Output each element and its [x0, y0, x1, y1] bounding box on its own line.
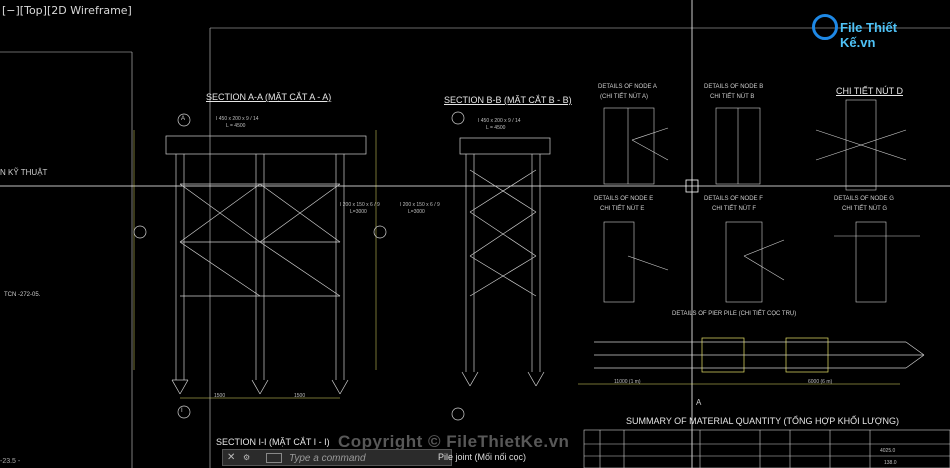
- node-b-title: DETAILS OF NODE B: [704, 84, 764, 90]
- beam-b-label: I 450 x 200 x 9 / 14: [478, 118, 521, 124]
- node-d-title: CHI TIẾT NÚT D: [836, 86, 904, 96]
- node-g-title: DETAILS OF NODE G: [834, 196, 894, 202]
- node-e-vn: CHI TIẾT NÚT E: [600, 206, 645, 212]
- site-logo: File Thiết Kế.vn: [812, 14, 922, 50]
- section-aa-title: SECTION A-A (MẶT CẮT A - A): [206, 92, 332, 102]
- summary-title: SUMMARY OF MATERIAL QUANTITY (TỔNG HỢP K…: [626, 416, 899, 426]
- section-ii-title: SECTION I-I (MẶT CẮT I - I): [216, 437, 330, 447]
- command-history-icon[interactable]: [266, 453, 282, 463]
- section-mark-i: I: [181, 408, 183, 414]
- logo-text: File Thiết Kế.vn: [840, 20, 898, 50]
- beam-label: I 450 x 200 x 9 / 14: [216, 116, 259, 122]
- node-e-title: DETAILS OF NODE E: [594, 196, 654, 202]
- tcn-text: TCN -272-05.: [4, 292, 41, 298]
- pier-pile-title: DETAILS OF PIER PILE (CHI TIẾT CỌC TRỤ): [672, 311, 797, 317]
- node-f-title: DETAILS OF NODE F: [704, 196, 763, 202]
- close-icon[interactable]: ✕: [227, 452, 236, 463]
- copyright-watermark: Copyright © FileThietKe.vn: [338, 432, 570, 451]
- viewport-label[interactable]: [−][Top][2D Wireframe]: [2, 4, 132, 17]
- command-input[interactable]: [287, 451, 451, 466]
- section-mark-a-bottom: A: [696, 398, 702, 407]
- object-tooltip: Pile joint (Mối nối cọc): [438, 452, 527, 462]
- section-mark-a: A: [181, 116, 186, 122]
- node-f-vn: CHI TIẾT NÚT F: [712, 206, 757, 212]
- brace-label: I 200 x 150 x 6 / 9: [340, 202, 380, 208]
- wrench-icon[interactable]: ⚙: [243, 453, 251, 462]
- dim-1500-a: 1500: [214, 393, 226, 399]
- table-value-138: 138.0: [884, 460, 897, 466]
- beam-b-length: L = 4500: [486, 125, 506, 131]
- logo-mark-icon: [812, 14, 838, 40]
- table-value-4025: 4025.0: [880, 448, 896, 454]
- node-g-vn: CHI TIẾT NÚT G: [842, 206, 888, 212]
- node-a-vn: (CHI TIẾT NÚT A): [600, 94, 649, 100]
- brace-length: L=3000: [350, 209, 367, 215]
- dim-6000: 6000 (6 m): [808, 379, 833, 385]
- coordinate-readout: -23.5 -: [0, 458, 21, 465]
- ky-thuat-text: N KỸ THUẬT: [0, 168, 48, 177]
- beam-length: L = 4500: [226, 123, 246, 129]
- section-bb-title: SECTION B-B (MẶT CẮT B - B): [444, 95, 572, 105]
- node-a-title: DETAILS OF NODE A: [598, 84, 657, 90]
- brace-b-label: I 200 x 150 x 6 / 9: [400, 202, 440, 208]
- dim-1500-b: 1500: [294, 393, 306, 399]
- dim-11000: 11000 (1 m): [614, 379, 641, 385]
- command-line[interactable]: ✕ ⚙: [222, 449, 452, 466]
- brace-b-length: L=3000: [408, 209, 425, 215]
- node-b-vn: CHI TIẾT NÚT B: [710, 94, 755, 100]
